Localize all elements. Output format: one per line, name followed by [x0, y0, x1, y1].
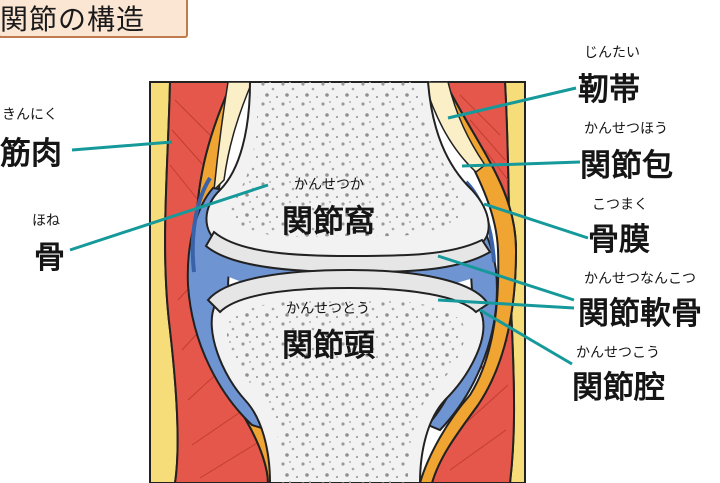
ruby-kansetsuka: かんせつか — [294, 177, 364, 193]
ruby-kansetsutou: かんせつとう — [286, 301, 370, 317]
ruby-kansetsunankotsu: かんせつなんこつ — [584, 271, 696, 287]
leader-kotsumaku — [483, 202, 589, 240]
ruby-kinniku: きんにく — [2, 107, 58, 123]
leader-kansetsuhou — [461, 160, 581, 168]
ruby-kansetsukou: かんせつこう — [576, 345, 660, 361]
leader-lines — [69, 86, 589, 366]
label-kansetsutou: 関節頭 — [282, 328, 375, 364]
periosteum-left — [190, 176, 212, 273]
ruby-jintai: じんたい — [584, 45, 640, 61]
leader-kinniku — [71, 140, 173, 152]
label-kotsumaku: 骨膜 — [588, 222, 650, 258]
glenoid-cartilage — [204, 230, 492, 274]
ruby-hone: ほね — [32, 213, 60, 229]
label-kansetsuhou: 関節包 — [580, 148, 673, 184]
title-box — [0, 0, 188, 38]
ruby-kotsumaku: こつまく — [592, 197, 648, 213]
upper-bone-spongy — [230, 82, 466, 237]
label-hone: 骨 — [34, 240, 65, 276]
diagram-title: 関節の構造 — [0, 3, 146, 36]
label-kansetsuka: 関節窩 — [282, 204, 375, 240]
ligament-right — [422, 81, 487, 173]
label-kansetsukou: 関節腔 — [572, 370, 665, 406]
label-jintai: 靭帯 — [578, 72, 640, 108]
label-kinniku: 筋肉 — [0, 136, 62, 172]
leader-kansetsukou — [479, 308, 573, 366]
lower-bone-spongy — [226, 298, 465, 483]
label-kansetsunankotsu: 関節軟骨 — [578, 296, 702, 332]
ligament-left — [213, 81, 254, 193]
leader-nankotsu-1 — [437, 254, 575, 302]
leader-jintai — [447, 86, 577, 120]
ruby-kansetsuhou: かんせつほう — [584, 121, 668, 137]
capsule-right — [418, 81, 518, 483]
leader-hone — [69, 183, 269, 252]
leader-nankotsu-2 — [437, 298, 575, 310]
